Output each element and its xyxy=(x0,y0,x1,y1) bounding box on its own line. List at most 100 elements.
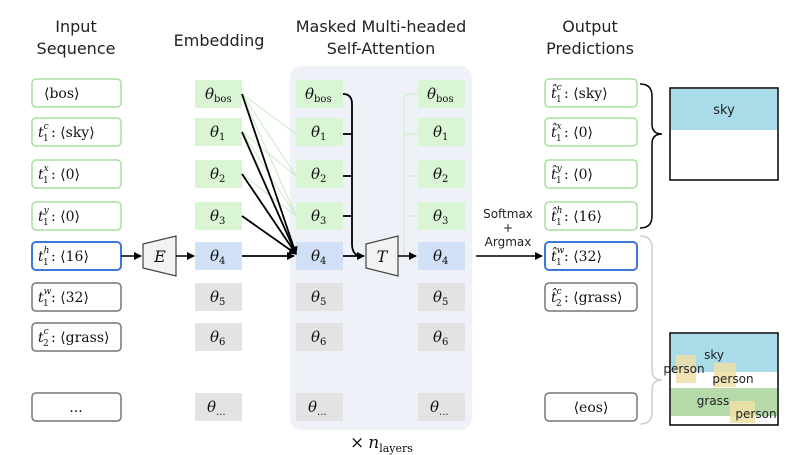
canvas2-sky-label: sky xyxy=(704,348,724,362)
token-sub: 1 xyxy=(43,299,49,309)
svg-text:θ...: θ... xyxy=(207,398,226,418)
post-transformer-theta-labels: θbos θ1 θ2 θ3 θ4 θ5 θ6 θ... xyxy=(427,85,454,418)
svg-text:1: 1 xyxy=(556,218,562,228)
svg-text:ty: ty xyxy=(38,206,50,225)
output-box-4: t̂w 1 : ⟨32⟩ xyxy=(544,241,638,271)
svg-text:t̂h: t̂h xyxy=(551,206,562,225)
input-box-1: tc 1 : ⟨sky⟩ xyxy=(31,117,122,147)
input-box-4: th 1 : ⟨16⟩ xyxy=(31,241,122,271)
svg-text:t̂w: t̂w xyxy=(551,246,565,265)
svg-text:tc: tc xyxy=(38,327,49,346)
canvas-full-scene: sky person person grass person xyxy=(663,332,779,426)
svg-text:θ...: θ... xyxy=(308,398,327,418)
layers-label: ×nlayers xyxy=(350,433,413,455)
header-output-line1: Output xyxy=(562,17,618,36)
canvas1-sky-label: sky xyxy=(713,103,735,118)
encoder-block: E xyxy=(142,235,177,277)
svg-text:: ⟨16⟩: : ⟨16⟩ xyxy=(564,209,602,225)
svg-text:t̂x: t̂x xyxy=(551,122,562,141)
svg-text:θbos: θbos xyxy=(427,85,454,105)
token-base: t xyxy=(38,209,44,225)
input-token-text: ... xyxy=(69,400,82,416)
input-box-2: tx 1 : ⟨0⟩ xyxy=(31,159,122,189)
header-input-line1: Input xyxy=(55,17,96,36)
svg-text:t̂y: t̂y xyxy=(551,164,563,183)
post-transformer-column xyxy=(418,80,465,421)
canvas2-grass-label: grass xyxy=(697,394,729,408)
token-sup: c xyxy=(44,327,49,337)
input-token-text: : ⟨16⟩ xyxy=(51,249,89,265)
svg-text:θ4: θ4 xyxy=(210,247,225,267)
svg-text:θ5: θ5 xyxy=(433,288,448,308)
transformer-label: T xyxy=(377,247,389,266)
svg-text:1: 1 xyxy=(556,95,562,105)
svg-text:θ2: θ2 xyxy=(433,165,448,185)
input-box-0: ⟨bos⟩ xyxy=(31,78,122,108)
token-base: t xyxy=(38,167,44,183)
token-sub: 1 xyxy=(43,258,49,268)
svg-text:t̂c: t̂c xyxy=(551,83,562,102)
plus-label: + xyxy=(503,221,513,235)
svg-text:: ⟨0⟩: : ⟨0⟩ xyxy=(564,125,593,141)
token-base: t xyxy=(38,249,44,265)
svg-text:θ1: θ1 xyxy=(311,123,326,143)
svg-text:θ6: θ6 xyxy=(433,328,448,348)
svg-text:: ⟨grass⟩: : ⟨grass⟩ xyxy=(564,290,622,306)
input-box-5: tw 1 : ⟨32⟩ xyxy=(31,282,122,312)
header-attention-line1: Masked Multi-headed xyxy=(296,17,467,36)
transformer-block: T xyxy=(365,235,399,277)
output-box-5: t̂c 2 : ⟨grass⟩ xyxy=(544,282,638,312)
output-box-0: t̂c 1 : ⟨sky⟩ xyxy=(544,78,638,108)
header-input-line2: Sequence xyxy=(37,39,116,58)
output-box-2: t̂y 1 : ⟨0⟩ xyxy=(544,159,638,189)
svg-text:1: 1 xyxy=(556,258,562,268)
svg-text:: ⟨32⟩: : ⟨32⟩ xyxy=(564,249,602,265)
canvas2-person-b-label: person xyxy=(712,372,753,386)
header-output-line2: Predictions xyxy=(546,39,634,58)
svg-text:1: 1 xyxy=(556,134,562,144)
svg-text:t̂c: t̂c xyxy=(551,287,562,306)
output-box-1: t̂x 1 : ⟨0⟩ xyxy=(544,117,638,147)
svg-text:θbos: θbos xyxy=(305,85,332,105)
svg-text:2: 2 xyxy=(556,299,562,309)
canvas2-person-a-label: person xyxy=(663,362,704,376)
svg-text:th: th xyxy=(38,246,49,265)
input-token-text: : ⟨0⟩ xyxy=(51,209,80,225)
input-token-text: ⟨bos⟩ xyxy=(44,86,80,102)
token-base: t xyxy=(38,125,44,141)
svg-text:: ⟨sky⟩: : ⟨sky⟩ xyxy=(564,86,608,102)
svg-text:θ2: θ2 xyxy=(311,165,326,185)
token-sup: h xyxy=(44,246,50,256)
output-box-6: ⟨eos⟩ xyxy=(544,392,638,422)
svg-text:θ4: θ4 xyxy=(433,247,448,267)
input-token-text: : ⟨32⟩ xyxy=(51,290,89,306)
embedding-theta-labels: θbos θ1 θ2 θ3 θ4 θ5 θ6 θ... xyxy=(205,85,232,418)
token-base: t xyxy=(38,290,44,306)
svg-text:θ6: θ6 xyxy=(210,328,225,348)
token-sub: 1 xyxy=(43,176,49,186)
svg-text:tx: tx xyxy=(38,164,49,183)
svg-text:θ2: θ2 xyxy=(210,165,225,185)
token-sub: 1 xyxy=(43,134,49,144)
svg-text:θ3: θ3 xyxy=(433,207,448,227)
token-sup: w xyxy=(44,287,52,297)
output-box-3: t̂h 1 : ⟨16⟩ xyxy=(544,201,638,231)
svg-text:θ3: θ3 xyxy=(311,207,326,227)
header-attention-line2: Self-Attention xyxy=(327,39,435,58)
svg-text:θ1: θ1 xyxy=(433,123,448,143)
attention-arrows xyxy=(241,93,365,260)
svg-text:⟨eos⟩: ⟨eos⟩ xyxy=(574,400,609,416)
svg-text:θ...: θ... xyxy=(430,398,449,418)
header-embedding: Embedding xyxy=(174,31,265,50)
attention-theta-labels: θbos θ1 θ2 θ3 θ4 θ5 θ6 θ... xyxy=(305,85,332,418)
svg-text:θ5: θ5 xyxy=(311,288,326,308)
token-sub: 1 xyxy=(43,218,49,228)
input-token-text: : ⟨sky⟩ xyxy=(51,125,95,141)
curly-brace-top xyxy=(639,83,663,229)
svg-text:θ4: θ4 xyxy=(311,247,326,267)
token-sup: x xyxy=(44,164,49,174)
curly-brace-bottom xyxy=(639,235,663,425)
svg-text:θbos: θbos xyxy=(205,85,232,105)
canvas-sky-only: sky xyxy=(669,87,779,181)
